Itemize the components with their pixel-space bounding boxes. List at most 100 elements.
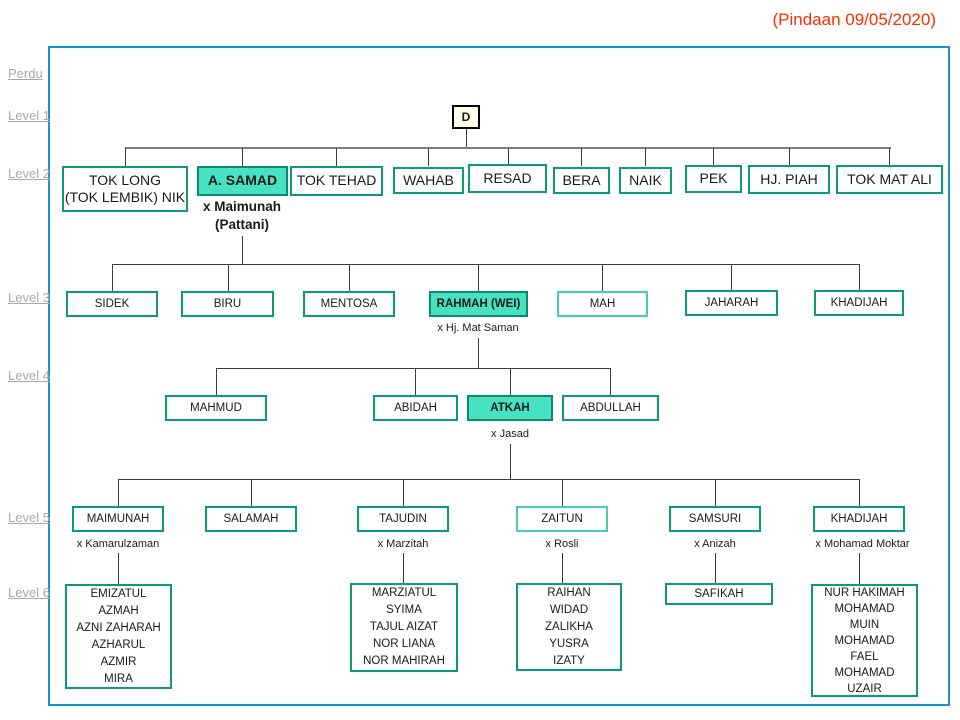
nav-link-level-5[interactable]: Level 5: [8, 510, 50, 525]
child-name-line: MOHAMAD: [834, 666, 895, 679]
connector-line: [508, 148, 509, 166]
node-zaitun: ZAITUN: [516, 506, 608, 532]
connector-line: [216, 368, 611, 369]
connector-line: [415, 368, 416, 395]
spouse-label: x Hj. Mat Saman: [437, 322, 519, 334]
child-name-line: NOR LIANA: [373, 638, 435, 650]
child-name-line: AZNI ZAHARAH: [76, 621, 161, 634]
spouse-label: x Rosli: [545, 538, 579, 550]
node-mah: MAH: [557, 291, 648, 317]
node-tajudin: TAJUDIN: [357, 506, 449, 532]
connector-line: [715, 479, 716, 506]
node-a-samad: A. SAMAD: [197, 166, 288, 196]
connector-line: [645, 148, 646, 166]
connector-line: [118, 479, 860, 480]
spouse-note-label: (Pattani): [215, 217, 269, 232]
connector-line: [478, 338, 479, 368]
children-samsuri: SAFIKAH: [665, 583, 773, 605]
connector-line: [713, 148, 714, 166]
spouse-label: x Kamarulzaman: [76, 538, 160, 550]
connector-line: [889, 148, 890, 166]
connector-line: [242, 148, 243, 166]
connector-line: [510, 444, 511, 479]
connector-line: [859, 479, 860, 506]
connector-line: [610, 368, 611, 395]
spouse-label: x Mohamad Moktar: [815, 538, 910, 550]
node-atkah: ATKAH: [467, 395, 553, 421]
child-name-line: AZMAH: [98, 604, 139, 617]
child-name-line: RAIHAN: [547, 586, 591, 599]
connector-line: [118, 479, 119, 506]
connector-line: [403, 479, 404, 506]
connector-line: [789, 148, 790, 166]
connector-line: [562, 553, 563, 583]
connector-line: [602, 264, 603, 291]
connector-line: [112, 264, 860, 265]
child-name-line: EMIZATUL: [90, 587, 147, 600]
node-tok-long: TOK LONG (TOK LEMBIK) NIK: [62, 166, 188, 212]
connector-line: [125, 148, 126, 166]
connector-line: [336, 148, 337, 166]
connector-line: [859, 264, 860, 291]
spouse-label: x Maimunah: [202, 199, 281, 214]
connector-line: [118, 553, 119, 584]
child-name-line: SAFIKAH: [694, 587, 744, 600]
revision-note: (Pindaan 09/05/2020): [772, 10, 936, 29]
node-khadijah-l5: KHADIJAH: [813, 506, 905, 532]
child-name-line: FAEL: [850, 650, 879, 663]
node-salamah: SALAMAH: [205, 506, 297, 532]
connector-line: [349, 264, 350, 291]
node-abidah: ABIDAH: [373, 395, 458, 421]
nav-link-level-1[interactable]: Level 1: [8, 108, 50, 123]
node-khadijah-l3: KHADIJAH: [814, 290, 904, 316]
child-name-line: YUSRA: [549, 637, 589, 650]
connector-line: [715, 553, 716, 583]
node-mentosa: MENTOSA: [303, 291, 395, 317]
connector-line: [466, 129, 467, 148]
node-wahab: WAHAB: [393, 167, 464, 194]
node-resad: RESAD: [468, 164, 547, 193]
connector-line: [216, 368, 217, 395]
nav-link-level-2[interactable]: Level 2: [8, 166, 50, 181]
child-name-line: ZALIKHA: [545, 620, 593, 633]
connector-line: [251, 479, 252, 506]
node-tok-mat-ali: TOK MAT ALI: [836, 165, 943, 194]
nav-link-level-3[interactable]: Level 3: [8, 290, 50, 305]
child-name-line: NOR MAHIRAH: [363, 655, 445, 667]
child-name-line: NUR HAKIMAH: [824, 586, 905, 599]
node-samsuri: SAMSURI: [669, 506, 761, 532]
connector-line: [581, 148, 582, 166]
connector-line: [428, 148, 429, 166]
node-rahmah-wei: RAHMAH (WEI): [429, 291, 528, 317]
node-mahmud: MAHMUD: [165, 395, 267, 421]
child-name-line: MARZIATUL: [371, 587, 437, 599]
nav-link-level-6[interactable]: Level 6: [8, 585, 50, 600]
nav-link-level-4[interactable]: Level 4: [8, 368, 50, 383]
child-name-line: IZATY: [553, 654, 585, 667]
connector-line: [510, 368, 511, 395]
child-name-line: MIRA: [104, 672, 133, 685]
node-abdullah: ABDULLAH: [562, 395, 659, 421]
node-pek: PEK: [685, 165, 742, 193]
spouse-label: x Jasad: [491, 428, 529, 440]
node-sidek: SIDEK: [66, 291, 158, 317]
connector-line: [403, 553, 404, 583]
node-jaharah: JAHARAH: [685, 290, 778, 316]
child-name-line: AZHARUL: [91, 638, 146, 651]
child-name-line: TAJUL AIZAT: [369, 621, 439, 633]
connector-line: [859, 553, 860, 584]
nav-link-perdu[interactable]: Perdu: [8, 66, 43, 81]
chart-border-frame: [48, 46, 950, 706]
node-hj-piah: HJ. PIAH: [748, 165, 830, 194]
node-d: D: [452, 105, 480, 129]
child-name-line: MOHAMAD: [834, 634, 895, 647]
child-name-line: MUIN: [849, 618, 880, 631]
connector-line: [478, 264, 479, 291]
connector-line: [562, 479, 563, 506]
node-bera: BERA: [553, 167, 610, 194]
child-name-line: UZAIR: [847, 682, 882, 695]
node-maimunah: MAIMUNAH: [72, 506, 164, 532]
